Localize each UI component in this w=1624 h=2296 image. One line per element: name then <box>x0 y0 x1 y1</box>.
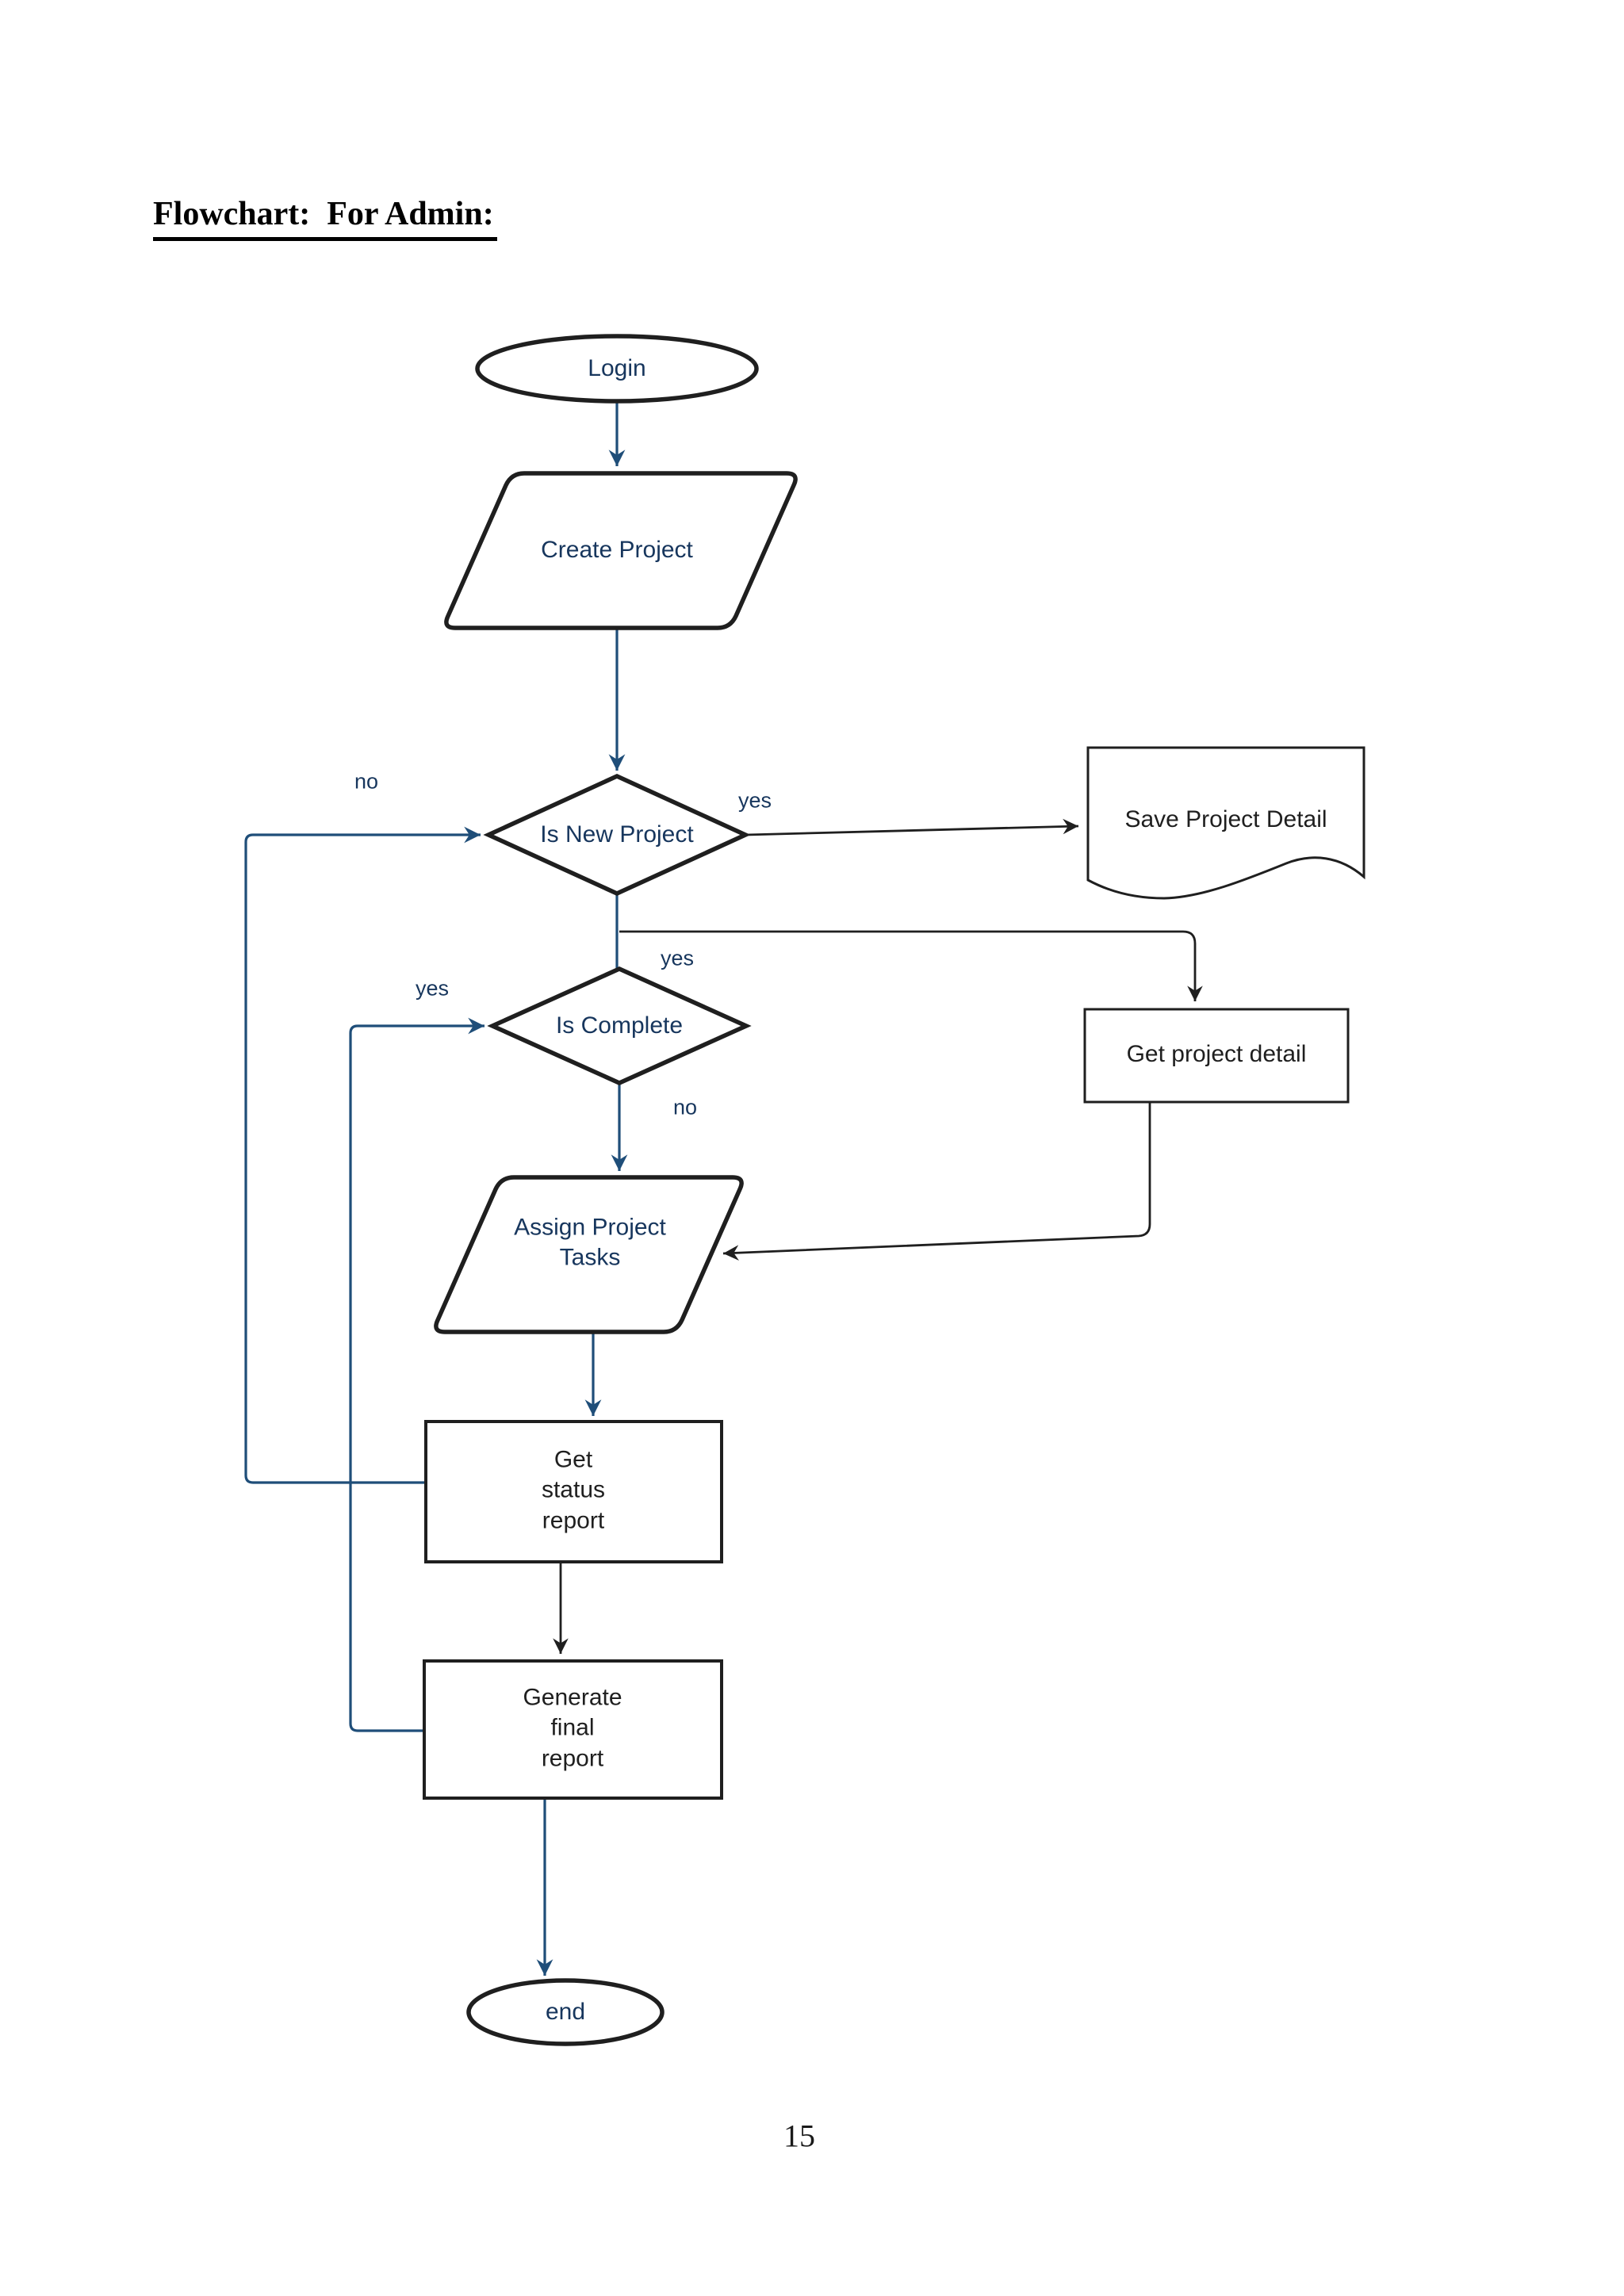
edge-branch-to-get-project-detail <box>619 930 1203 1001</box>
edge-label-yes-branch-to-get-project-detail: yes <box>660 946 695 970</box>
node-label-is-new-project: Is New Project <box>540 821 694 848</box>
node-label-end: end <box>545 1998 586 2025</box>
edge-is-new-project-to-save-project-detail <box>745 818 1079 836</box>
node-label-create-project: Create Project <box>541 536 693 563</box>
process-get-status-report-shape <box>424 1420 723 1563</box>
node-label-assign-project-tasks: Assign Project Tasks <box>514 1213 666 1274</box>
node-label-get-status-report-line2: status <box>541 1476 606 1503</box>
edge-label-no-to-assign-project-tasks: no <box>672 1095 698 1119</box>
node-label-login: Login <box>588 354 646 381</box>
terminator-login-shape <box>475 334 759 404</box>
document-save-project-detail-shape <box>1086 746 1365 900</box>
process-get-project-detail-shape <box>1083 1008 1350 1104</box>
node-label-generate-final-report-line3: report <box>541 1745 604 1772</box>
process-generate-final-report-shape <box>423 1659 723 1800</box>
node-label-save-project-detail: Save Project Detail <box>1124 806 1327 832</box>
edge-label-yes-return-to-is-complete: yes <box>415 976 450 1001</box>
node-label-generate-final-report-line1: Generate <box>523 1684 622 1711</box>
page-number: 15 <box>783 2118 815 2154</box>
edge-generate-final-report-loop-to-is-complete <box>349 1017 485 1732</box>
edge-get-project-detail-to-assign-project-tasks <box>722 1102 1151 1261</box>
node-label-get-project-detail: Get project detail <box>1126 1040 1307 1067</box>
node-label-get-status-report-line1: Get <box>553 1446 593 1473</box>
io-assign-project-tasks-shape <box>434 1175 744 1334</box>
edge-label-no-return-to-is-new-project: no <box>354 769 379 794</box>
node-label-assign-project-tasks-line2: Tasks <box>559 1245 621 1271</box>
decision-is-complete-shape <box>487 966 752 1086</box>
edge-get-status-report-loop-to-is-new-project <box>244 826 481 1484</box>
page-title: Flowchart: For Admin: <box>153 195 497 241</box>
node-label-assign-project-tasks-line1: Assign Project <box>514 1214 666 1241</box>
edge-label-yes-to-save-project-detail: yes <box>737 788 772 813</box>
node-label-is-complete: Is Complete <box>555 1012 684 1039</box>
node-label-generate-final-report-line2: final <box>550 1714 595 1741</box>
node-label-get-status-report-line3: report <box>542 1507 605 1534</box>
node-label-generate-final-report: Generate final report <box>523 1682 622 1774</box>
decision-is-new-project-shape <box>483 773 751 897</box>
io-create-project-shape <box>444 471 798 630</box>
node-label-get-status-report: Get status report <box>542 1445 605 1536</box>
terminator-end-shape <box>466 1978 665 2046</box>
